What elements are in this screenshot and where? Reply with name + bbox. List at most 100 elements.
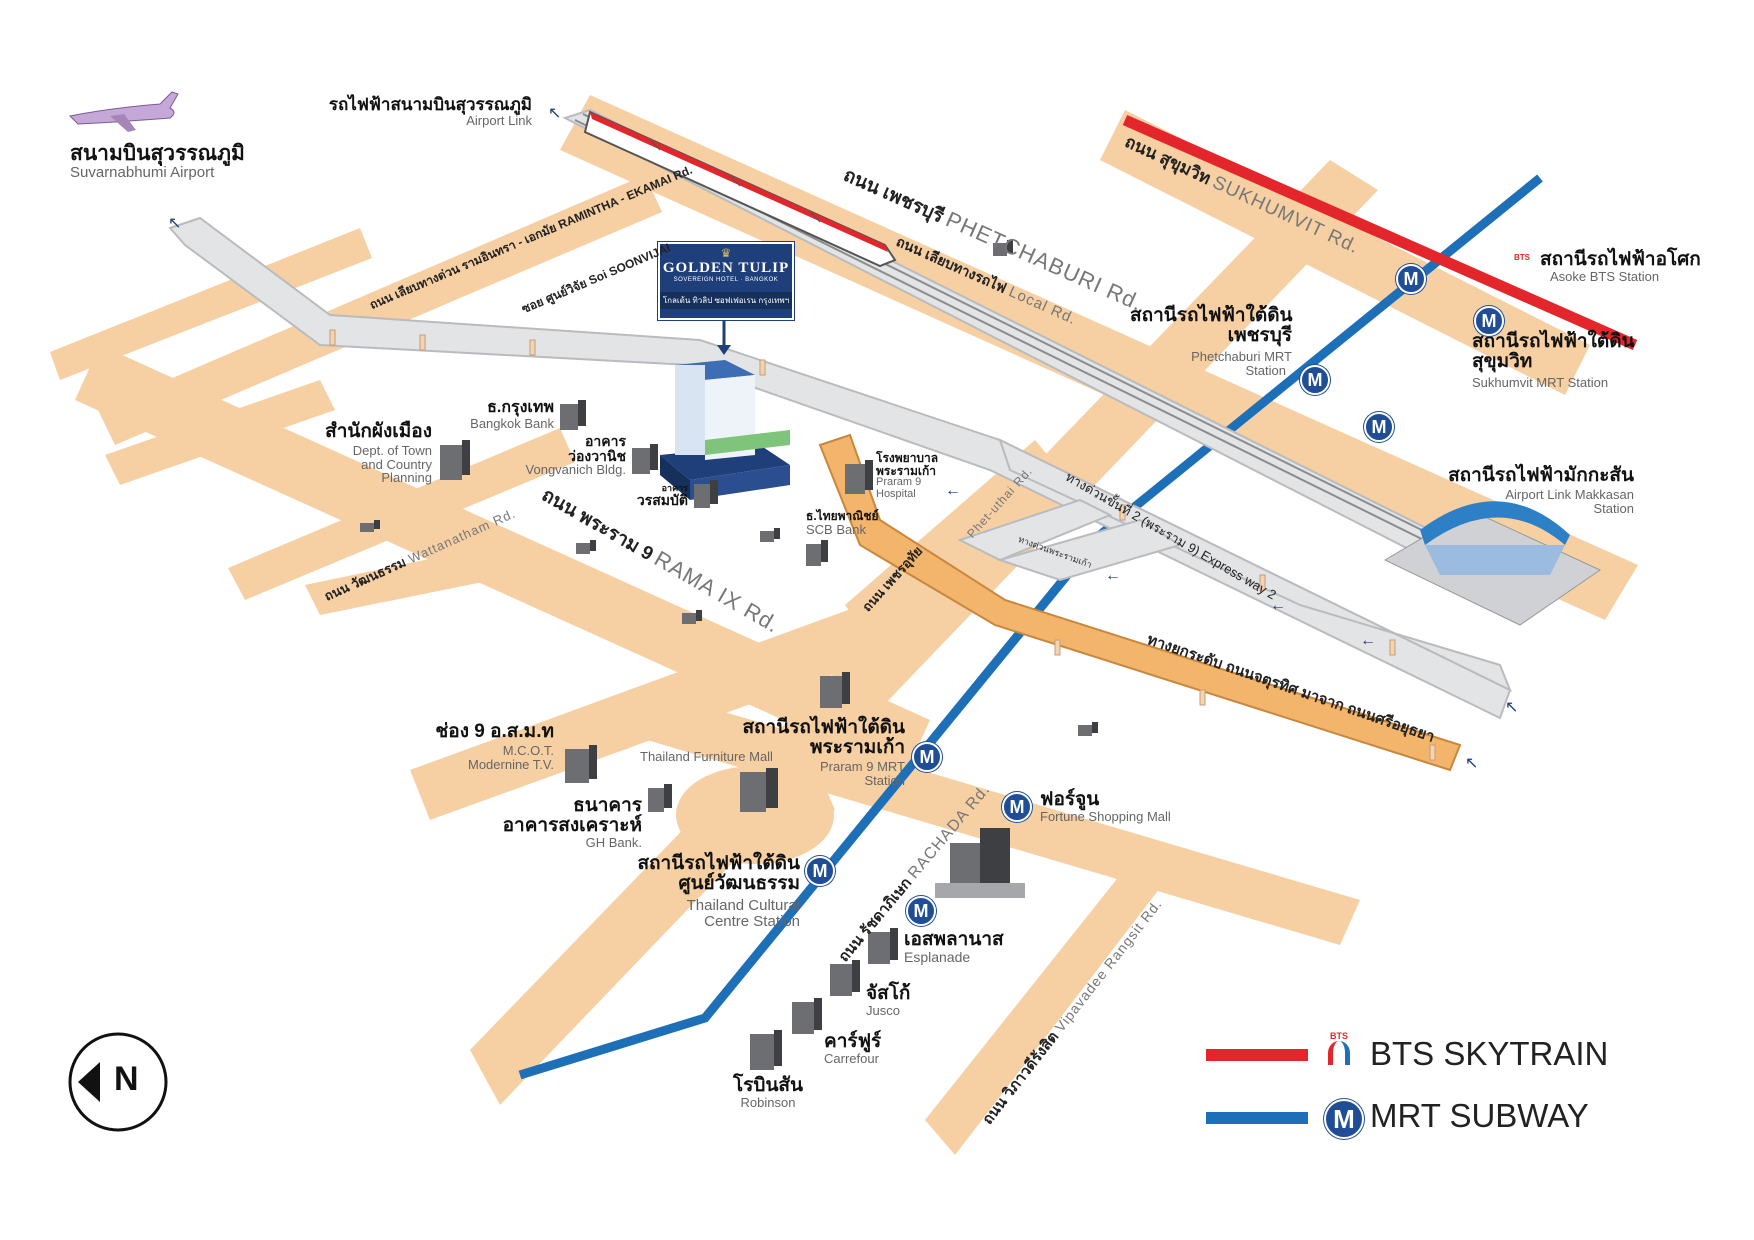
place-robinson: โรบินสัน Robinson — [720, 1076, 816, 1110]
place-robinson-th: โรบินสัน — [732, 1075, 804, 1096]
arrow-ramp-east: ↖ — [1465, 755, 1478, 772]
place-esplanade-th: เอสพลานาส — [904, 929, 1004, 950]
place-cultural-centre-th: สถานีรถไฟฟ้าใต้ดิน — [637, 853, 800, 874]
mrt-marker-makkasan-area[interactable]: M — [1364, 412, 1394, 442]
place-vongvanich-en: Vongvanich Bldg. — [525, 462, 626, 478]
airport-link-label: รถไฟฟ้าสนามบินสุวรรณภูมิ Airport Link — [300, 96, 532, 127]
arrow-airport-link: ↖ — [548, 105, 561, 122]
place-cultural-centre-th2: ศูนย์วัฒนธรรม — [678, 872, 800, 894]
place-petchaburi-mrt-en2: Station — [1245, 362, 1286, 378]
place-praram9-mrt-th2: พระรามเก้า — [810, 736, 905, 758]
pillars — [329, 329, 1436, 761]
place-ghbank: ธนาคาร อาคารสงเคราะห์ GH Bank. — [500, 796, 642, 850]
place-furniture-mall-en: Thailand Furniture Mall — [640, 749, 773, 764]
building-worasombat — [694, 480, 718, 508]
building-scb — [806, 540, 828, 566]
arrow-east-4: ← — [945, 482, 961, 499]
compass-label: N — [114, 1060, 139, 1098]
place-bangkok-bank-th: ธ.กรุงเทพ — [487, 399, 554, 416]
place-carrefour-en: Carrefour — [824, 1050, 879, 1066]
building-jusco — [830, 960, 860, 996]
mrt-marker-petchaburi[interactable]: M — [1300, 365, 1330, 395]
place-carrefour: คาร์ฟูร์ Carrefour — [824, 1032, 881, 1066]
connector-road-2 — [105, 380, 335, 485]
mrt-marker-sukhumvit[interactable]: M — [1474, 306, 1504, 336]
place-ghbank-th: ธนาคาร — [573, 795, 642, 816]
airport-label-th: สนามบินสุวรรณภูมิ — [70, 142, 245, 165]
place-town-planning: สำนักผังเมือง Dept. of Town and Country … — [300, 422, 432, 485]
place-praram9-mrt-en2: Station — [864, 772, 905, 788]
place-asoke: BTS สถานีรถไฟฟ้าอโศก Asoke BTS Station — [1514, 249, 1701, 284]
bts-logo-icon: BTS — [1514, 253, 1530, 262]
place-asoke-en: Asoke BTS Station — [1550, 268, 1660, 284]
mrt-marker-cultural-centre[interactable]: M — [805, 856, 835, 886]
building-mcot — [565, 745, 597, 783]
hotel-name: GOLDEN TULIP — [662, 260, 790, 276]
place-jusco-en: Jusco — [866, 1002, 900, 1018]
place-praram9-hospital-th: โรงพยาบาล — [876, 451, 939, 465]
airport-link-label-en: Airport Link — [466, 112, 532, 128]
hotel-thai-name: โกลเด้น ทิวลิป ซอฟเฟอเรน กรุงเทพฯ — [660, 292, 792, 309]
building-esplanade — [868, 928, 898, 964]
mrt-marker-praram9[interactable]: M — [912, 742, 942, 772]
north-arrow-icon — [68, 1032, 168, 1132]
bts-line — [1122, 114, 1638, 351]
airplane-icon — [68, 91, 179, 132]
place-esplanade: เอสพลานาส Esplanade — [904, 930, 1004, 965]
building-small-1 — [360, 520, 380, 532]
place-vongvanich-th: อาคาร — [584, 433, 626, 449]
building-fortune — [935, 818, 1025, 898]
building-vongvanich — [632, 444, 658, 474]
place-mcot-th: ช่อง 9 อ.ส.ม.ท — [435, 721, 554, 742]
arrow-expressway-west: ↖ — [168, 215, 181, 232]
place-town-planning-en3: Planning — [381, 470, 432, 486]
building-praram9-mrt — [820, 672, 850, 708]
place-praram9-mrt-th: สถานีรถไฟฟ้าใต้ดิน — [742, 717, 905, 738]
place-sukhumvit-mrt-th2: สุขุมวิท — [1472, 350, 1533, 372]
expressway-deck — [168, 216, 1512, 720]
place-sukhumvit-mrt-en: Sukhumvit MRT Station — [1472, 374, 1609, 390]
place-petchaburi-mrt-th: สถานีรถไฟฟ้าใต้ดิน — [1130, 305, 1293, 326]
ramintha-road — [98, 175, 662, 445]
vipavadee-road — [925, 850, 1170, 1155]
place-cultural-centre-en2: Centre Station — [704, 912, 800, 930]
place-makkasan-en2: Station — [1593, 500, 1634, 516]
place-asoke-th: สถานีรถไฟฟ้าอโศก — [1540, 249, 1701, 270]
airport-link-train — [583, 110, 897, 268]
mrt-line — [518, 174, 1543, 1080]
direction-arrows: ↖ ↖ ↖ ↖ ← ← ← ← — [168, 105, 1518, 772]
mrt-marker-rachada[interactable]: M — [906, 896, 936, 926]
place-fortune-en: Fortune Shopping Mall — [1040, 808, 1171, 824]
place-mcot: ช่อง 9 อ.ส.ม.ท M.C.O.T. Modernine T.V. — [400, 722, 554, 771]
place-vongvanich: อาคาร ว่องวานิช Vongvanich Bldg. — [520, 434, 626, 477]
airport-link-label-th: รถไฟฟ้าสนามบินสุวรรณภูมิ — [328, 95, 532, 114]
place-worasombat-th2: วรสมบัติ — [636, 492, 688, 509]
place-town-planning-th: สำนักผังเมือง — [325, 421, 432, 442]
soonvijai-road — [50, 228, 372, 380]
wattanatham-road — [228, 428, 575, 600]
hotel-subtitle: SOVEREIGN HOTEL · BANGKOK — [673, 277, 779, 283]
elevated-ramp — [818, 433, 1462, 772]
arrow-east-2: ← — [1270, 597, 1286, 614]
expressway-branch — [998, 438, 1512, 693]
legend-bts-icon: BTS — [1322, 1031, 1356, 1071]
place-praram9-mrt: สถานีรถไฟฟ้าใต้ดิน พระรามเก้า Praram 9 M… — [700, 718, 905, 787]
place-jusco-th: จัสโก้ — [866, 983, 911, 1004]
building-small-6 — [993, 240, 1013, 256]
place-robinson-en: Robinson — [740, 1094, 796, 1110]
place-ghbank-th2: อาคารสงเคราะห์ — [502, 814, 642, 836]
place-sukhumvit-mrt: สถานีรถไฟฟ้าใต้ดิน สุขุมวิท Sukhumvit MR… — [1472, 332, 1635, 390]
legend: BTS BTS SKYTRAIN M MRT SUBWAY — [1200, 1025, 1650, 1155]
place-praram9-hospital-th2: พระรามเก้า — [876, 463, 936, 478]
place-bangkok-bank-en: Bangkok Bank — [470, 415, 554, 431]
place-town-planning-en2: and Country — [361, 456, 432, 472]
place-cultural-centre: สถานีรถไฟฟ้าใต้ดิน ศูนย์วัฒนธรรม Thailan… — [630, 854, 800, 929]
sukhumvit-road — [1100, 110, 1590, 395]
place-town-planning-en: Dept. of Town — [352, 442, 432, 458]
mrt-marker-near-asoke[interactable]: M — [1396, 264, 1426, 294]
place-petchaburi-mrt: สถานีรถไฟฟ้าใต้ดิน เพชรบุรี Phetchaburi … — [1130, 305, 1293, 378]
hotel-sign[interactable]: ♛ GOLDEN TULIP SOVEREIGN HOTEL · BANGKOK… — [658, 242, 794, 320]
place-esplanade-en: Esplanade — [904, 948, 971, 965]
building-town-planning — [440, 440, 470, 480]
mrt-marker-fortune[interactable]: M — [1002, 792, 1032, 822]
